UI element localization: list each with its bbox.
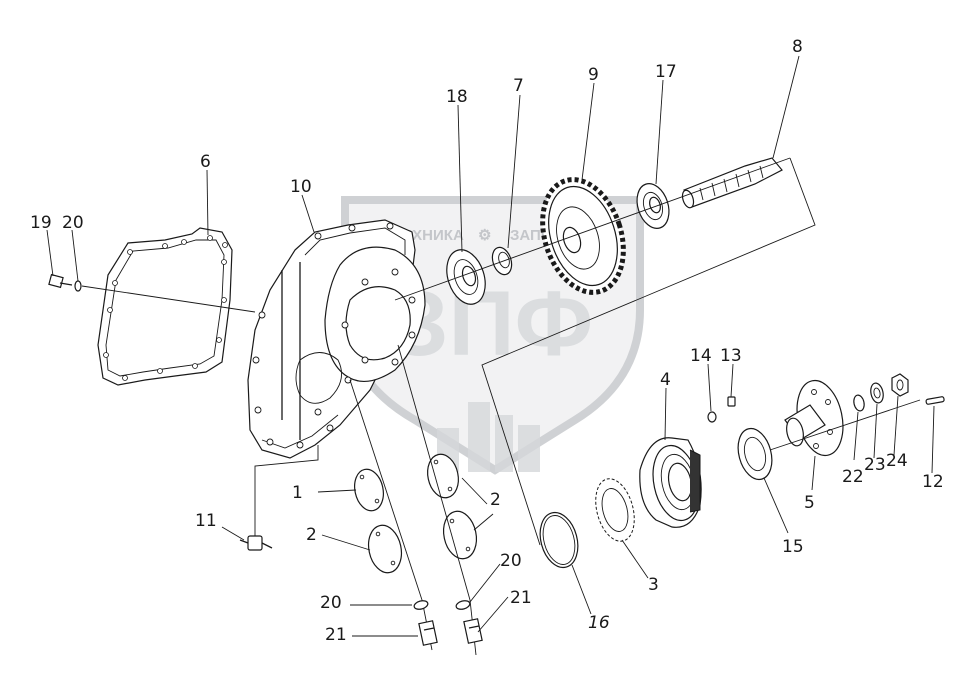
gasket-part-6: [97, 227, 233, 386]
gear-part-9: [540, 177, 626, 295]
assembly-axis-output-flange: [769, 399, 921, 451]
callout-7: 7: [513, 76, 524, 96]
shaft-part-8: [681, 157, 783, 209]
assembly-axis-bolt-19: [81, 285, 256, 313]
callout-21-left: 21: [325, 625, 347, 645]
fitting-part-11: [239, 535, 273, 551]
callout-12: 12: [922, 472, 944, 492]
bearing-part-17: [636, 183, 670, 229]
cover-part-2-left: [367, 524, 403, 574]
washer-part-20: [74, 280, 82, 292]
callout-17: 17: [655, 62, 677, 82]
callout-20-right: 20: [500, 551, 522, 571]
callout-21-right: 21: [510, 588, 532, 608]
callout-16: 16: [588, 613, 610, 633]
watermark-building-icon: [437, 402, 540, 472]
nut-part-24: [891, 373, 909, 397]
watermark-gear-icon: ⚙: [478, 227, 491, 244]
callout-5: 5: [804, 493, 815, 513]
cover-part-2-upper: [427, 453, 459, 499]
pin-part-12: [925, 396, 945, 405]
callout-6: 6: [200, 152, 211, 172]
bolt-part-19: [48, 273, 73, 289]
assembly-axis-main: [394, 157, 791, 301]
callout-24: 24: [886, 451, 908, 471]
washer-part-23: [870, 382, 884, 404]
assembly-axis-output: [481, 157, 816, 546]
seal-part-15: [737, 427, 773, 481]
callout-20-left: 20: [320, 593, 342, 613]
bolt-part-13: [727, 396, 736, 407]
washer-part-20-left: [413, 600, 429, 610]
callout-15: 15: [782, 537, 804, 557]
bearing-cap-part-4: [639, 437, 702, 528]
bolt-part-21-left: [418, 620, 438, 646]
assembly-axis-fitting-11: [254, 445, 319, 536]
callout-4: 4: [660, 370, 671, 390]
washer-part-14: [707, 411, 717, 423]
bearing-part-18: [446, 249, 486, 305]
callout-20-top: 20: [62, 213, 84, 233]
callout-8: 8: [792, 37, 803, 57]
callout-11: 11: [195, 511, 217, 531]
callout-2-right: 2: [490, 490, 501, 510]
callout-14: 14: [690, 346, 712, 366]
washer-part-22: [853, 394, 865, 412]
assembly-axis-cover-left: [349, 379, 423, 601]
callout-19: 19: [30, 213, 52, 233]
callout-labels: 19 20 6 10 18 7 9 17 8 14 13 4 1 2 2 11 …: [30, 37, 944, 645]
callout-23: 23: [864, 455, 886, 475]
callout-1: 1: [292, 483, 303, 503]
flange-part-5: [784, 379, 844, 457]
callout-2-left: 2: [306, 525, 317, 545]
callout-3: 3: [648, 575, 659, 595]
callout-13: 13: [720, 346, 742, 366]
leader-lines: [46, 55, 935, 637]
washer-part-20-right: [455, 600, 471, 610]
housing-part-10: [247, 219, 426, 459]
cover-part-1: [354, 468, 384, 512]
o-ring-part-16: [539, 511, 579, 569]
assembly-axis-cover-right: [397, 344, 471, 601]
gasket-part-3: [595, 478, 635, 542]
cover-part-2-lower: [442, 510, 478, 560]
callout-22: 22: [842, 467, 864, 487]
callout-10: 10: [290, 177, 312, 197]
callout-18: 18: [446, 87, 468, 107]
callout-9: 9: [588, 65, 599, 85]
watermark-logo: ЗПФ: [391, 273, 593, 375]
